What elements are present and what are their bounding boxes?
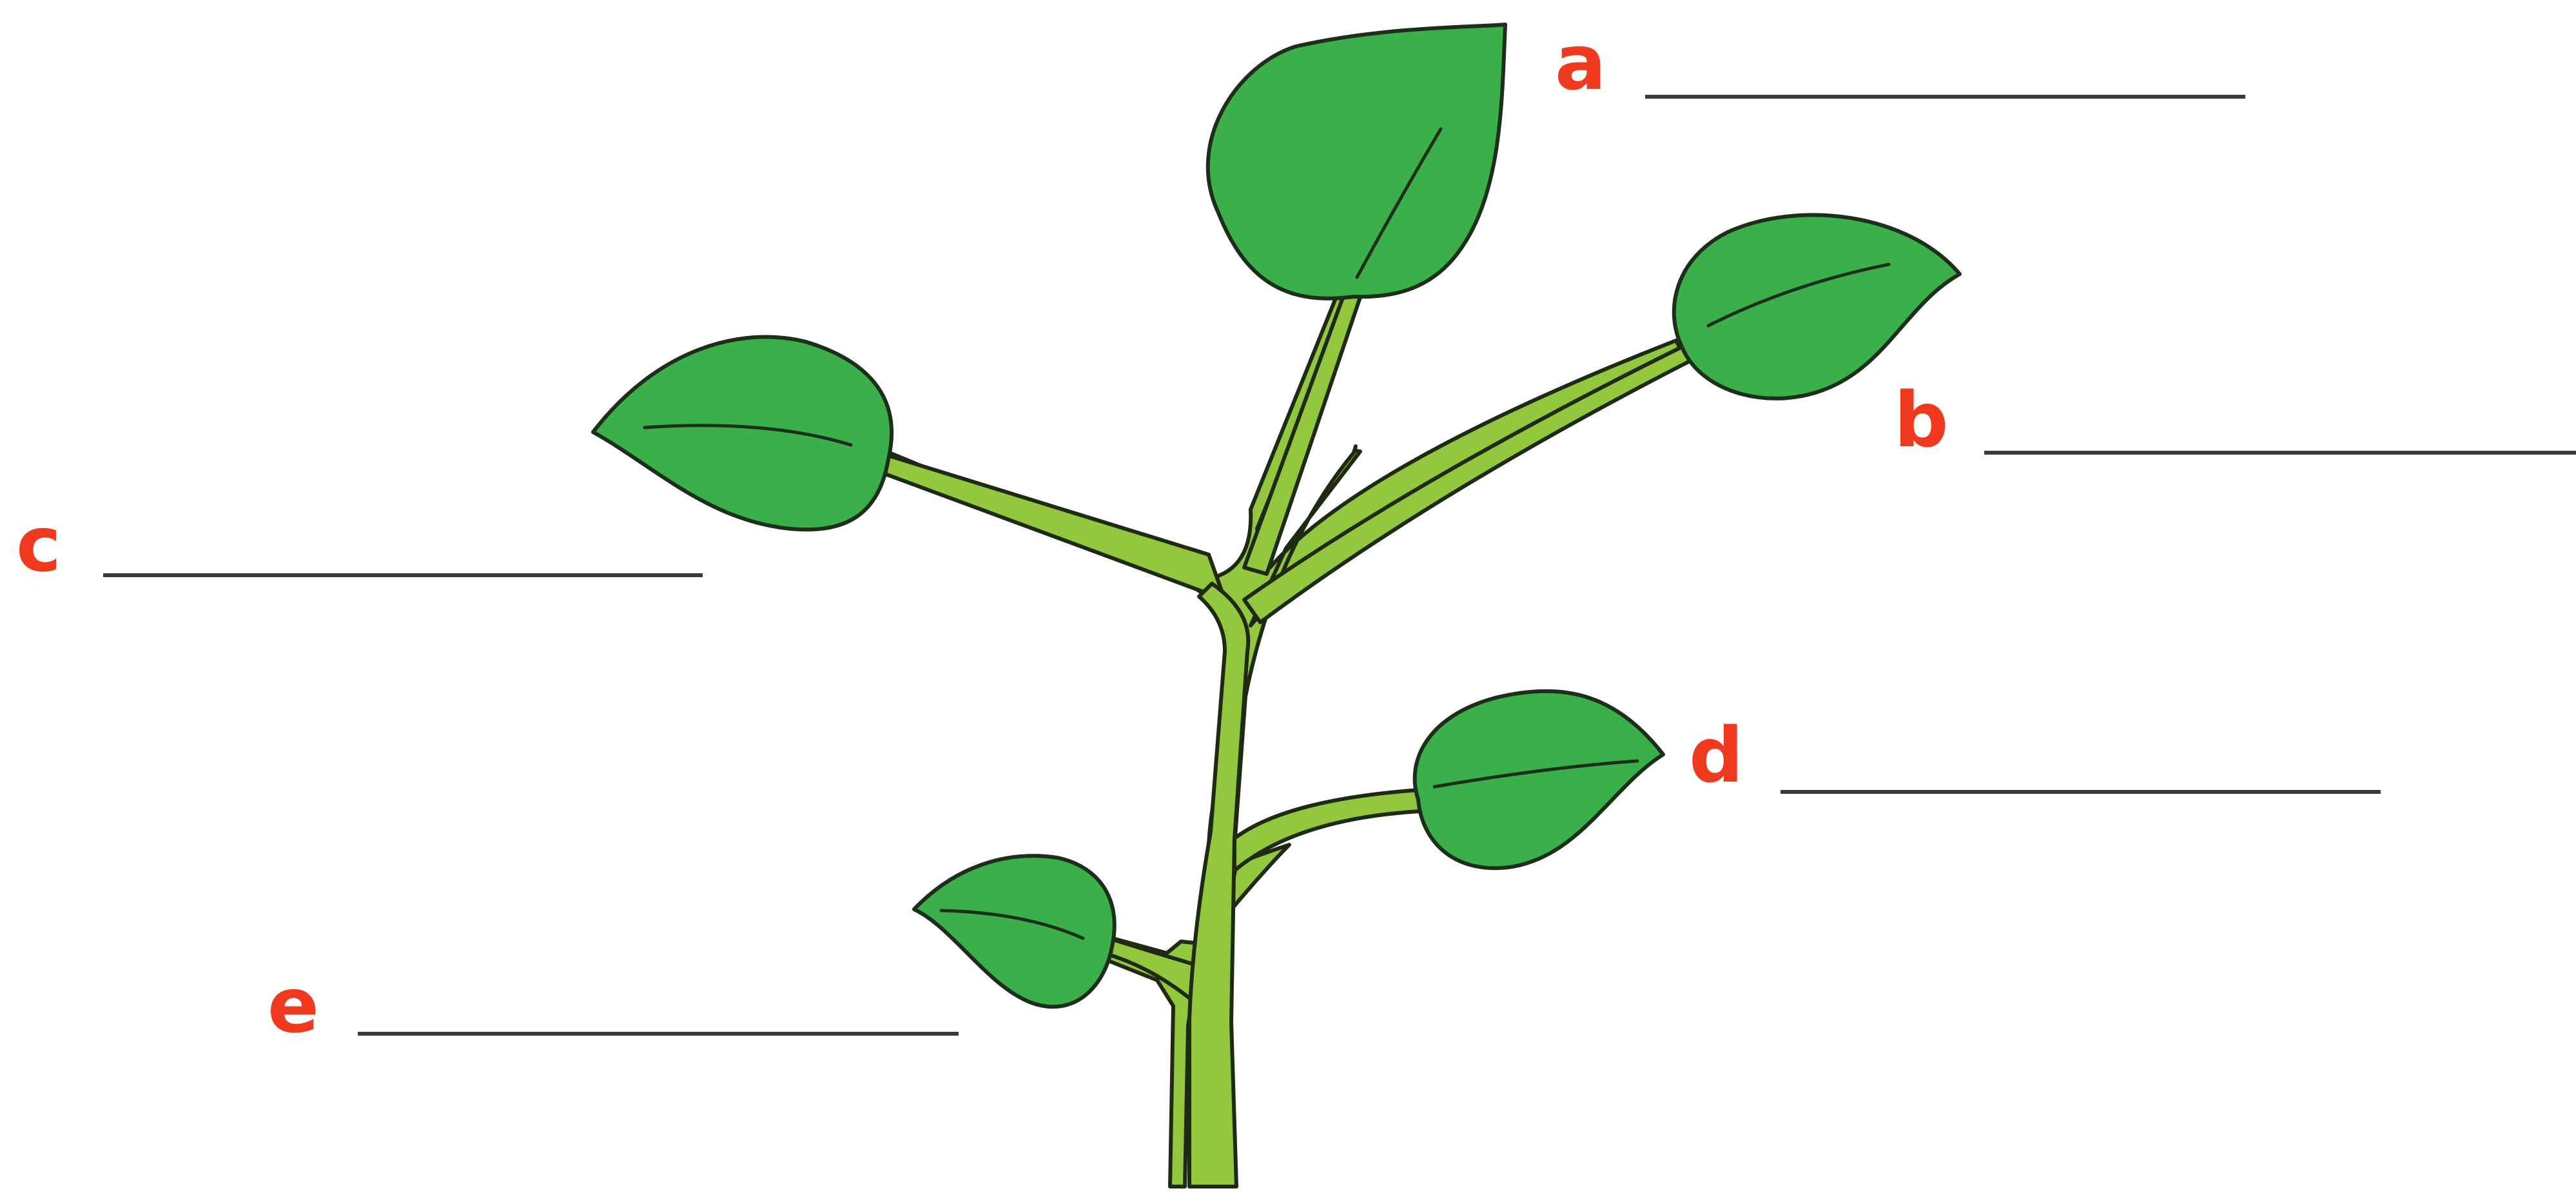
leaf-upper-right [1674,215,1960,398]
branch-left [880,454,1225,600]
label-e: e [268,961,319,1050]
label-a: a [1555,18,1606,107]
leaf-top [1208,25,1505,299]
label-c: c [16,500,61,589]
leaf-lower-left [914,856,1115,1007]
leaf-middle-right [1415,691,1663,868]
label-b: b [1894,375,1948,464]
leaf-left [593,337,892,529]
label-d: d [1689,711,1743,800]
